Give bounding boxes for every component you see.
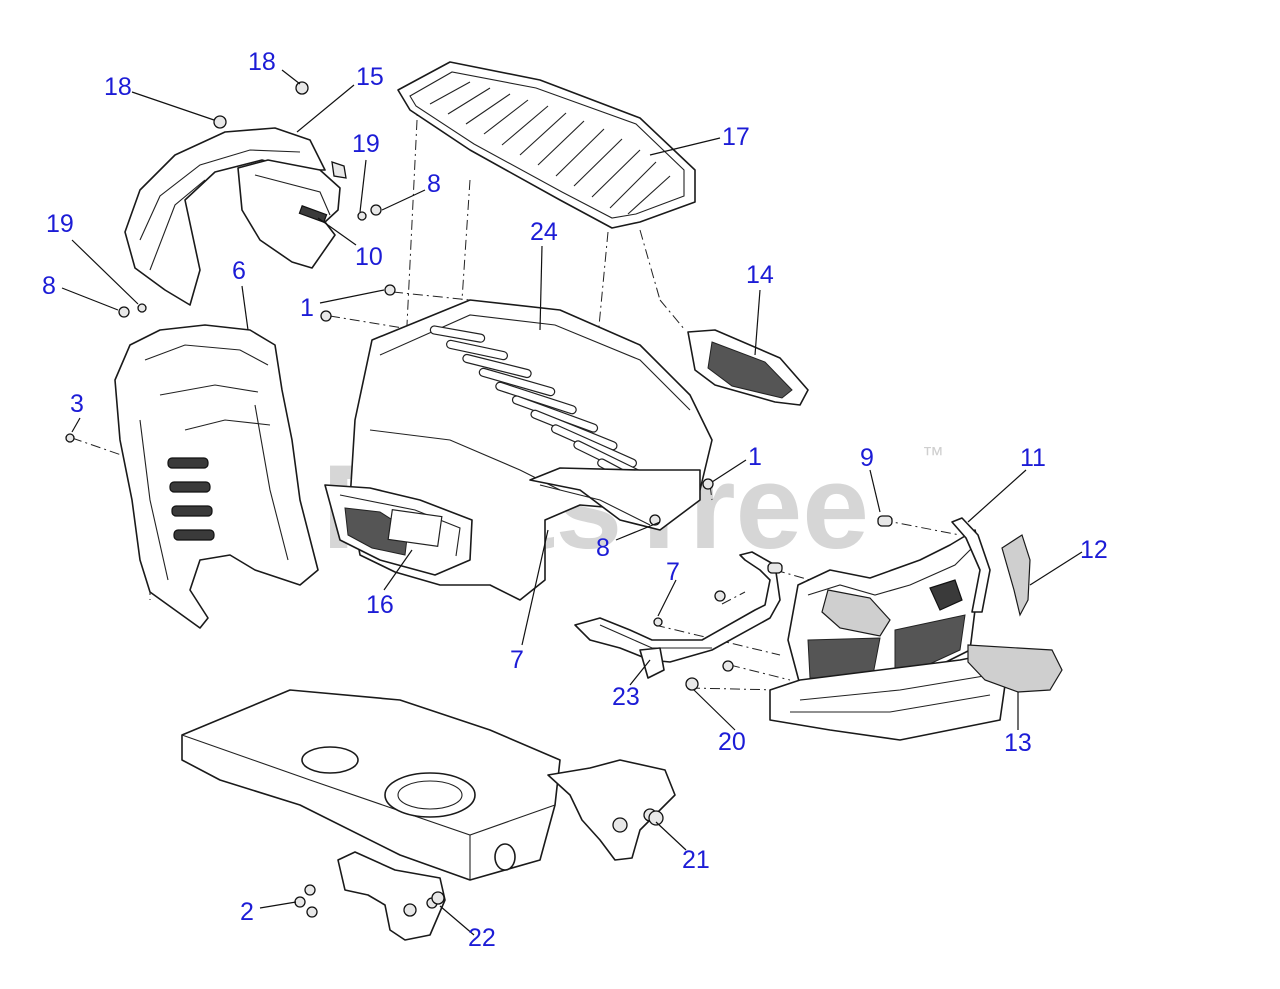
callout-9: 9 (860, 444, 874, 472)
callout-21: 21 (682, 846, 710, 874)
washer-19a (357, 211, 367, 221)
bolt-2b (294, 896, 306, 908)
screw-8a (370, 204, 382, 216)
callout-15: 15 (356, 63, 384, 91)
callout-8: 8 (42, 272, 56, 300)
dash-panel (114, 324, 319, 629)
callout-1: 1 (748, 443, 762, 471)
callout-1: 1 (300, 294, 314, 322)
screw-8b (118, 306, 130, 318)
callout-7: 7 (666, 558, 680, 586)
hood-top-grille (397, 61, 696, 229)
bumper-panel (967, 644, 1063, 693)
bushing-9b (767, 562, 783, 574)
bolt-2c (306, 906, 318, 918)
callout-22: 22 (468, 924, 496, 952)
callout-6: 6 (232, 257, 246, 285)
bushing-21 (648, 810, 664, 826)
bolt-7b (714, 590, 726, 602)
side-grille (324, 484, 473, 576)
watermark-trademark: ™ (922, 442, 944, 467)
nut-20b (685, 677, 699, 691)
bolt-2a (304, 884, 316, 896)
callout-7: 7 (510, 646, 524, 674)
callout-labels: 18 18 15 17 19 8 10 24 19 6 8 1 14 3 1 9… (42, 48, 1108, 952)
bolt-1c (702, 478, 714, 490)
push-pin-18b (295, 81, 309, 95)
bolt-1b (320, 310, 332, 322)
callout-8: 8 (427, 170, 441, 198)
callout-24: 24 (530, 218, 558, 246)
bolt-7a (653, 617, 663, 627)
callout-2: 2 (240, 898, 254, 926)
callout-17: 17 (722, 123, 750, 151)
leader-lines (61, 69, 1083, 936)
grille-louvers (429, 81, 671, 215)
front-bracket (574, 551, 781, 679)
push-pin-18a (213, 115, 227, 129)
callout-13: 13 (1004, 729, 1032, 757)
callout-18: 18 (104, 73, 132, 101)
callout-20: 20 (718, 728, 746, 756)
callout-8: 8 (596, 534, 610, 562)
hardware (65, 81, 893, 918)
frame (181, 689, 676, 941)
screw-3 (65, 433, 75, 443)
callout-10: 10 (355, 243, 383, 271)
front-grille (769, 517, 1011, 741)
vent-insert (687, 329, 809, 406)
callout-23: 23 (612, 683, 640, 711)
bushing-22 (431, 891, 445, 905)
callout-12: 12 (1080, 536, 1108, 564)
headlight-lens (1001, 534, 1031, 617)
nut-20a (722, 660, 734, 672)
callout-14: 14 (746, 261, 774, 289)
callout-16: 16 (366, 591, 394, 619)
callout-19: 19 (352, 130, 380, 158)
callout-11: 11 (1020, 444, 1046, 472)
dash-cover (124, 127, 347, 306)
callout-19: 19 (46, 210, 74, 238)
bolt-1a (384, 284, 396, 296)
washer-19b (137, 303, 147, 313)
callout-3: 3 (70, 390, 84, 418)
bushing-9a (877, 515, 893, 527)
callout-18: 18 (248, 48, 276, 76)
